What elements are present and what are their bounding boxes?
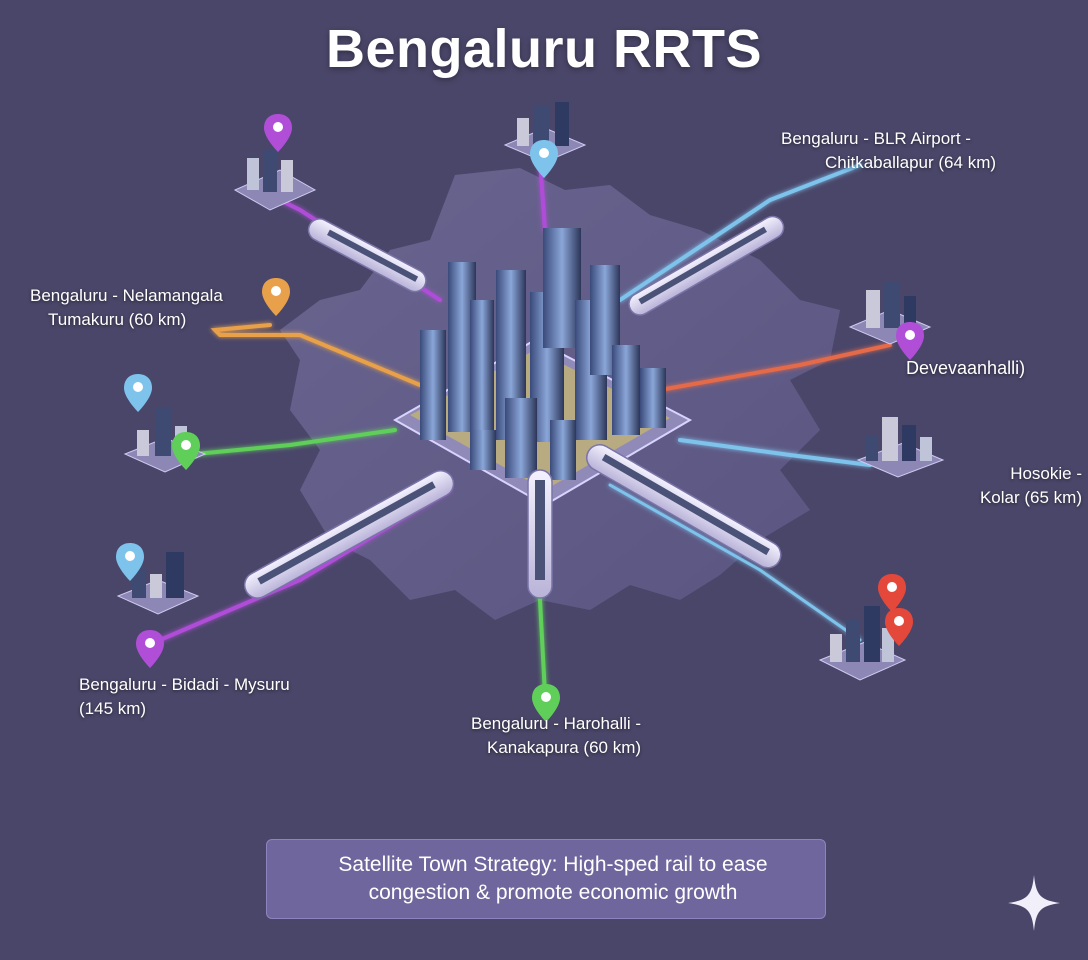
map-pin-icon (172, 432, 200, 470)
route-label-line: Bengaluru - Nelamangala (30, 286, 223, 305)
route-label-kanakapura: Bengaluru - Harohalli - Kanakapura (60 k… (471, 712, 641, 760)
train-icon (527, 469, 553, 599)
caption-line: Satellite Town Strategy: High-sped rail … (338, 853, 768, 876)
route-label-line: Kanakapura (60 km) (487, 738, 642, 757)
route-label-line: Tumakuru (60 km) (48, 310, 187, 329)
building (543, 228, 581, 348)
building-icon (233, 150, 317, 211)
map-pin-icon (896, 322, 924, 360)
route-label-devanahalli: Devevaanhalli) (906, 356, 1025, 380)
map-pin-icon (885, 608, 913, 646)
sparkle-icon (1008, 875, 1060, 931)
route-label-tumakuru: Bengaluru - Nelamangala Tumakuru (60 km) (30, 284, 223, 332)
map-pin-icon (136, 630, 164, 668)
building (640, 368, 666, 428)
route-label-line: Bengaluru - BLR Airport - (781, 129, 971, 148)
map-pin-icon (116, 543, 144, 581)
train-icon (243, 469, 455, 599)
route-label-line: Chitkaballapur (64 km) (825, 153, 997, 172)
building (505, 398, 537, 478)
map-pin-icon (124, 374, 152, 412)
route-line-southeast (608, 483, 862, 642)
building (612, 345, 640, 435)
building (420, 330, 446, 440)
route-label-line: Bengaluru - Harohalli - (471, 714, 642, 733)
route-line-kolar (678, 438, 872, 467)
route-label-airport: Bengaluru - BLR Airport - Chitkaballapur… (781, 127, 996, 175)
building (550, 420, 576, 480)
trains (243, 215, 785, 599)
route-line-airport (618, 163, 862, 302)
train-icon (307, 218, 427, 293)
building-icon (818, 606, 907, 681)
route-line-tumakuru (210, 323, 422, 387)
route-label-mysuru: Bengaluru - Bidadi - Mysuru (145 km) (79, 673, 290, 721)
map-pin-icon (530, 140, 558, 178)
route-line-west (183, 428, 397, 457)
city-center (392, 228, 693, 507)
route-label-line: (145 km) (79, 699, 147, 718)
building (470, 300, 494, 440)
map-pin-icon (262, 278, 290, 316)
route-label-line: Kolar (65 km) (979, 488, 1082, 507)
satellite-towns (116, 102, 945, 681)
route-label-kolar: Hosokie - Kolar (65 km) (952, 462, 1082, 510)
train-icon (586, 444, 782, 569)
page-title: Bengaluru RRTS (325, 19, 763, 79)
building (470, 430, 496, 470)
building-icon (856, 417, 945, 478)
route-line-devanahalli (658, 343, 892, 392)
route-label-line: Hosokie - (1010, 464, 1082, 483)
route-label-line: Devevaanhalli) (906, 358, 1026, 378)
caption-line: congestion & promote economic growth (368, 881, 738, 904)
route-label-line: Bengaluru - Bidadi - Mysuru (79, 675, 290, 694)
map-pin-icon (264, 114, 292, 152)
map-pin-icon (532, 684, 560, 722)
map-pin-icon (878, 574, 906, 612)
building-icon (116, 552, 200, 615)
map-pins (116, 114, 924, 722)
strategy-caption: Satellite Town Strategy: High-sped rail … (266, 839, 826, 919)
train-icon (628, 215, 785, 316)
